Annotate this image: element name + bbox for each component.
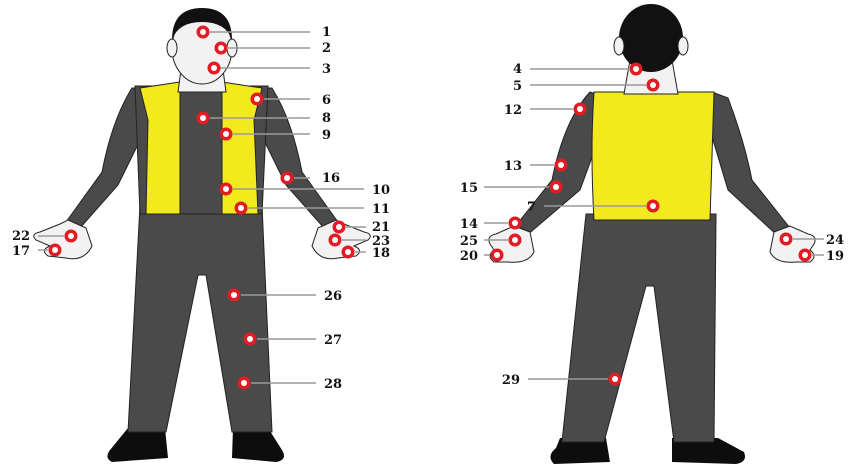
marker-label-22: 22 bbox=[12, 229, 30, 244]
marker-dot-center-16 bbox=[284, 175, 290, 181]
marker-label-2: 2 bbox=[322, 41, 331, 56]
marker-dot-center-11 bbox=[238, 205, 244, 211]
marker-dot-center-13 bbox=[558, 162, 564, 168]
marker-label-19: 19 bbox=[826, 249, 844, 264]
marker-label-29: 29 bbox=[502, 373, 520, 388]
marker-dot-center-8 bbox=[200, 115, 206, 121]
marker-dot-center-12 bbox=[577, 106, 583, 112]
marker-label-18: 18 bbox=[372, 246, 390, 261]
marker-label-12: 12 bbox=[504, 103, 522, 118]
marker-label-17: 17 bbox=[12, 244, 30, 259]
marker-label-25: 25 bbox=[460, 234, 478, 249]
marker-dot-center-14 bbox=[512, 220, 518, 226]
marker-label-6: 6 bbox=[322, 93, 331, 108]
marker-dot-center-21 bbox=[336, 224, 342, 230]
marker-label-13: 13 bbox=[504, 159, 522, 174]
marker-label-1: 1 bbox=[322, 25, 331, 40]
marker-dot-center-23 bbox=[332, 237, 338, 243]
marker-label-9: 9 bbox=[322, 128, 331, 143]
back-figure bbox=[489, 4, 815, 464]
marker-dot-center-5 bbox=[650, 82, 656, 88]
marker-label-15: 15 bbox=[460, 181, 478, 196]
back-right-arm bbox=[710, 92, 790, 236]
marker-dot-center-20 bbox=[494, 252, 500, 258]
marker-label-7: 7 bbox=[527, 200, 536, 215]
marker-dot-center-18 bbox=[345, 249, 351, 255]
back-right-ear bbox=[678, 37, 688, 55]
back-trousers bbox=[562, 214, 716, 442]
marker-label-26: 26 bbox=[324, 289, 342, 304]
marker-label-20: 20 bbox=[460, 249, 478, 264]
marker-dot-center-1 bbox=[200, 29, 206, 35]
marker-label-4: 4 bbox=[513, 62, 522, 77]
marker-label-28: 28 bbox=[324, 377, 342, 392]
marker-dot-center-2 bbox=[218, 45, 224, 51]
marker-label-24: 24 bbox=[826, 233, 844, 248]
marker-dot-center-26 bbox=[231, 292, 237, 298]
marker-dot-center-4 bbox=[633, 66, 639, 72]
marker-dot-center-28 bbox=[241, 380, 247, 386]
marker-4: 4 bbox=[513, 62, 643, 77]
marker-dot-center-24 bbox=[783, 236, 789, 242]
marker-dot-center-29 bbox=[612, 376, 618, 382]
marker-dot-center-3 bbox=[211, 65, 217, 71]
marker-label-21: 21 bbox=[372, 220, 390, 235]
marker-label-10: 10 bbox=[372, 183, 390, 198]
marker-label-11: 11 bbox=[372, 202, 390, 217]
marker-label-8: 8 bbox=[322, 111, 331, 126]
front-figure bbox=[34, 8, 371, 462]
marker-dot-center-10 bbox=[223, 186, 229, 192]
back-left-ear bbox=[614, 37, 624, 55]
marker-18: 18 bbox=[342, 246, 391, 262]
marker-dot-center-17 bbox=[52, 247, 58, 253]
marker-dot-center-22 bbox=[68, 233, 74, 239]
marker-label-27: 27 bbox=[324, 333, 342, 348]
front-left-shoe bbox=[107, 428, 168, 462]
marker-dot-center-7 bbox=[650, 203, 656, 209]
marker-dot-center-9 bbox=[223, 131, 229, 137]
marker-label-3: 3 bbox=[322, 62, 331, 77]
marker-dot-center-6 bbox=[254, 96, 260, 102]
front-right-shoe bbox=[232, 428, 284, 462]
back-head bbox=[619, 4, 683, 72]
marker-dot-center-15 bbox=[553, 184, 559, 190]
marker-dot-center-25 bbox=[512, 237, 518, 243]
marker-dot-center-27 bbox=[247, 336, 253, 342]
marker-label-16: 16 bbox=[322, 171, 340, 186]
marker-label-14: 14 bbox=[460, 217, 478, 232]
front-trousers bbox=[128, 205, 272, 432]
front-left-ear bbox=[167, 39, 177, 57]
marker-label-5: 5 bbox=[513, 79, 522, 94]
marker-dot-center-19 bbox=[802, 252, 808, 258]
front-left-hand bbox=[34, 220, 92, 259]
